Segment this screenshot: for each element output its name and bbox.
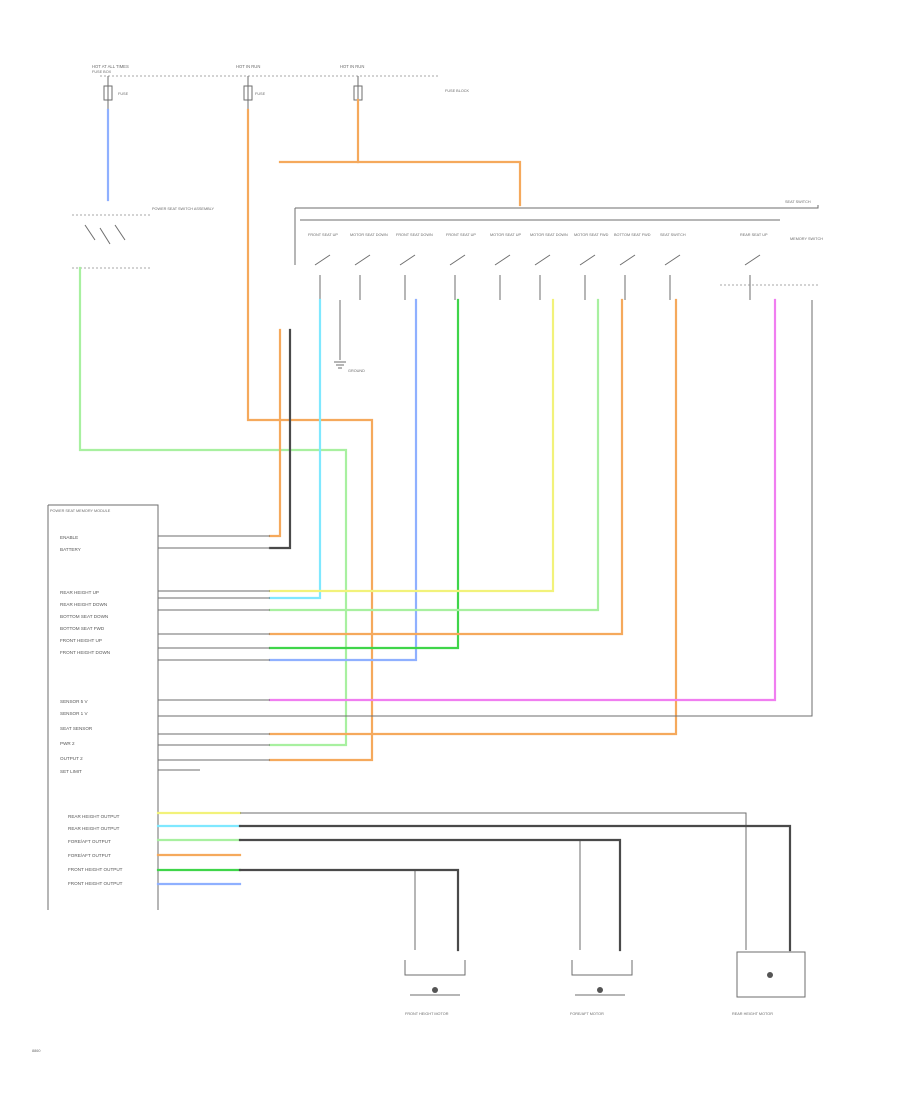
switch-column-3: FRONT SEAT DOWN [396,233,433,300]
wire-orange-sensor [268,298,678,736]
wire-orange-b [356,98,522,207]
out-wire-1 [240,812,747,950]
out-wire-6 [238,868,460,952]
module-input-pwr: PWR 2 [60,741,75,746]
diagram-code: 8860 [32,1049,40,1053]
switch-column-2: MOTOR SEAT DOWN [350,233,388,300]
module-output-2: REAR HEIGHT OUTPUT [68,826,120,831]
out-wire-5 [240,869,416,950]
fuse-label-2: FUSE [255,92,266,96]
svg-text:MOTOR SEAT UP: MOTOR SEAT UP [490,233,521,237]
switch-column-9: SEAT SWITCH [660,233,686,300]
fuse-icon-2 [243,85,253,101]
svg-text:FRONT SEAT UP: FRONT SEAT UP [308,233,338,237]
motor-rear-height: REAR HEIGHT MOTOR [732,951,806,1016]
fuse-label-1: FUSE [118,92,129,96]
module-output-6: FRONT HEIGHT OUTPUT [68,881,123,886]
module-input-seat-sensor: SEAT SENSOR [60,726,93,731]
wire-orange-a [246,108,374,762]
svg-text:REAR SEAT UP: REAR SEAT UP [740,233,768,237]
motor-label-rear-height: REAR HEIGHT MOTOR [732,1012,773,1016]
fuse-block-label: FUSE BLOCK [445,89,470,93]
hot-in-run-label-2: HOT IN RUN [340,64,364,69]
out-wire-3b [238,838,622,952]
fuse-icon-1 [103,85,113,101]
module-input-front-down: FRONT HEIGHT DOWN [60,650,110,655]
wire-lightgreen-2 [268,298,600,612]
module-input-enable: ENABLE [60,535,78,540]
wire-green [268,298,460,650]
memory-module: POWER SEAT MEMORY MODULE ENABLE BATTERY … [47,504,159,910]
wire-gray-sensor [270,300,813,717]
svg-text:MOTOR SEAT DOWN: MOTOR SEAT DOWN [530,233,568,237]
module-input-battery: BATTERY [60,547,81,552]
wire-orange-fwd [268,298,624,636]
switch-column-4: FRONT SEAT UP [446,233,476,300]
hot-in-run-label-1: HOT IN RUN [236,64,260,69]
switch-column-8: BOTTOM SEAT FWD [614,233,651,300]
wire-yellow [268,298,555,593]
motor-label-fore-aft: FORE/AFT MOTOR [570,1012,604,1016]
module-input-set-limit: SET LIMIT [60,769,82,774]
wire-green-light [78,266,348,747]
motor-fore-aft: FORE/AFT MOTOR [570,960,633,1016]
svg-text:MOTOR SEAT DOWN: MOTOR SEAT DOWN [350,233,388,237]
out-wire-3 [240,839,581,950]
wire-magenta [268,298,777,702]
module-input-rear-down: REAR HEIGHT DOWN [60,602,107,607]
module-pin-stubs [158,535,270,771]
module-input-front-up: FRONT HEIGHT UP [60,638,102,643]
motor-front-height: FRONT HEIGHT MOTOR [404,960,466,1016]
fuse-box-label: FUSE BOX [92,70,112,74]
switch-panel: SEAT SWITCH FRONT SEAT UP MOTOR SEAT DOW… [294,200,823,300]
module-input-bottom-down: BOTTOM SEAT DOWN [60,614,108,619]
module-output-3: FORE/AFT OUTPUT [68,839,111,844]
motor-label-front-height: FRONT HEIGHT MOTOR [405,1012,449,1016]
module-input-sensor-5v: SENSOR 5 V [60,699,89,704]
module-output-1: REAR HEIGHT OUTPUT [68,814,120,819]
wire-dark-battery [268,328,292,550]
svg-text:MOTOR SEAT FWD: MOTOR SEAT FWD [574,233,609,237]
switch-panel-title: SEAT SWITCH [785,200,811,204]
wire-orange-enable [268,328,282,538]
svg-text:SEAT SWITCH: SEAT SWITCH [660,233,686,237]
out-wire-2 [238,824,792,952]
switch-column-10: REAR SEAT UP [740,233,768,300]
hot-at-all-times-label: HOT AT ALL TIMES [92,64,129,69]
relay-block: POWER SEAT SWITCH ASSEMBLY [72,207,214,269]
power-feed: HOT AT ALL TIMES FUSE BOX HOT IN RUN HOT… [92,64,470,96]
relay-label: POWER SEAT SWITCH ASSEMBLY [152,207,214,211]
svg-text:FRONT SEAT DOWN: FRONT SEAT DOWN [396,233,433,237]
switch-column-1: FRONT SEAT UP [308,233,338,300]
module-output-4: FORE/AFT OUTPUT [68,853,111,858]
module-input-bottom-fwd: BOTTOM SEAT FWD [60,626,105,631]
wire-blue-front [268,298,418,662]
switch-column-7: MOTOR SEAT FWD [574,233,609,300]
svg-text:FRONT SEAT UP: FRONT SEAT UP [446,233,476,237]
module-input-sensor-1v: SENSOR 1 V [60,711,89,716]
module-output-5: FRONT HEIGHT OUTPUT [68,867,123,872]
switch-column-5: MOTOR SEAT UP [490,233,521,300]
module-input-output: OUTPUT 2 [60,756,83,761]
module-input-rear-up: REAR HEIGHT UP [60,590,99,595]
memory-switch-label: MEMORY SWITCH [790,237,823,241]
module-title: POWER SEAT MEMORY MODULE [50,509,111,513]
ground-label: GROUND [348,369,365,373]
wire-cyan [268,298,322,600]
switch-column-6: MOTOR SEAT DOWN [530,233,568,300]
ground-icon [334,361,346,369]
svg-text:BOTTOM SEAT FWD: BOTTOM SEAT FWD [614,233,651,237]
